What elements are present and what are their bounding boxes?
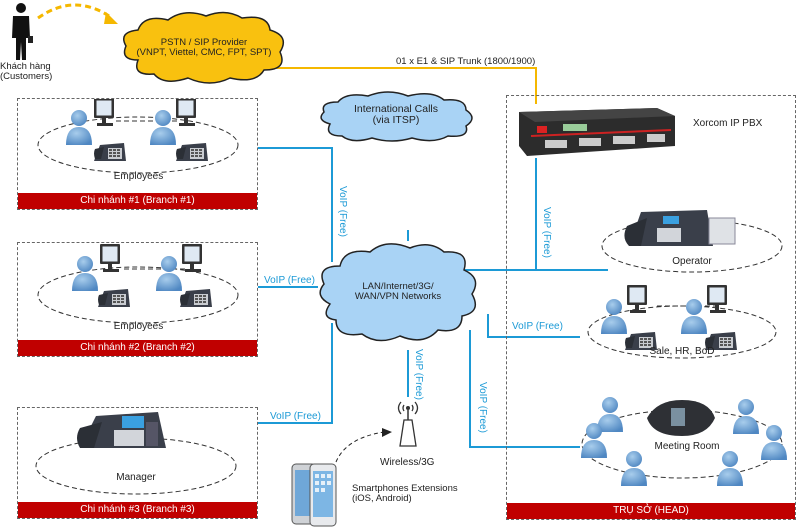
itsp-cloud: International Calls (via ITSP) <box>316 90 476 142</box>
operator-label: Operator <box>672 256 712 267</box>
customer-sublabel: (Customers) <box>0 71 53 82</box>
pbx-device-icon <box>519 108 675 156</box>
branch-2-box: Employees Chi nhánh #2 (Branch #2) <box>17 242 258 357</box>
pstn-providers: (VNPT, Viettel, CMC, FPT, SPT) <box>136 47 272 58</box>
smartphones-icon <box>290 462 340 528</box>
branch-1-group-label: Employees <box>113 171 164 182</box>
smartphones-platforms: (iOS, Android) <box>352 493 412 504</box>
wireless-antenna-icon <box>394 398 422 450</box>
manager-ip-phone-icon <box>77 412 166 448</box>
branch-3-box: Manager Chi nhánh #3 (Branch #3) <box>17 407 258 519</box>
voip-label-branch1: VoIP (Free) <box>337 186 348 237</box>
voip-label-branch3: VoIP (Free) <box>270 411 321 422</box>
customer-label: Khách hàng <box>0 61 51 72</box>
pstn-cloud: PSTN / SIP Provider (VNPT, Viettel, CMC,… <box>118 8 290 86</box>
core-network-cloud: LAN/Internet/3G/ WAN/VPN Networks <box>314 238 482 346</box>
branch-1-title-bar: Chi nhánh #1 (Branch #1) <box>18 193 257 209</box>
branch-1-box: Employees Chi nhánh #1 (Branch #1) <box>17 98 258 210</box>
head-office-box: Xorcom IP PBX Operator Sale, HR, BoD Mee… <box>506 95 796 520</box>
staff-label: Sale, HR, BoD <box>649 346 715 357</box>
meeting-room-label: Meeting Room <box>654 441 720 452</box>
trunk-label: 01 x E1 & SIP Trunk (1800/1900) <box>396 56 536 67</box>
operator-phone-icon <box>624 210 736 246</box>
branch-3-group-label: Manager <box>116 472 156 483</box>
smartphones-label: Smartphones Extensions <box>352 483 458 494</box>
core-network-line1: LAN/Internet/3G/ <box>362 281 434 292</box>
branch-3-title-bar: Chi nhánh #3 (Branch #3) <box>18 502 257 518</box>
voip-label-meeting: VoIP (Free) <box>477 382 488 433</box>
head-office-title-bar: TRỤ SỞ (HEAD) <box>507 503 795 519</box>
voip-label-wireless: VoIP (Free) <box>413 349 424 400</box>
pstn-title: PSTN / SIP Provider <box>160 37 248 48</box>
core-network-line2: WAN/VPN Networks <box>354 291 442 302</box>
customer-person-icon <box>8 2 34 62</box>
voip-label-branch2: VoIP (Free) <box>264 275 315 286</box>
conference-phone-icon <box>647 400 715 436</box>
branch-2-group-label: Employees <box>113 321 164 332</box>
pbx-label: Xorcom IP PBX <box>693 118 763 129</box>
branch-2-title-bar: Chi nhánh #2 (Branch #2) <box>18 340 257 356</box>
voip-label-staff: VoIP (Free) <box>512 321 563 332</box>
itsp-subtitle: (via ITSP) <box>372 114 420 126</box>
itsp-title: International Calls <box>353 103 439 115</box>
wireless-label: Wireless/3G <box>380 457 435 468</box>
